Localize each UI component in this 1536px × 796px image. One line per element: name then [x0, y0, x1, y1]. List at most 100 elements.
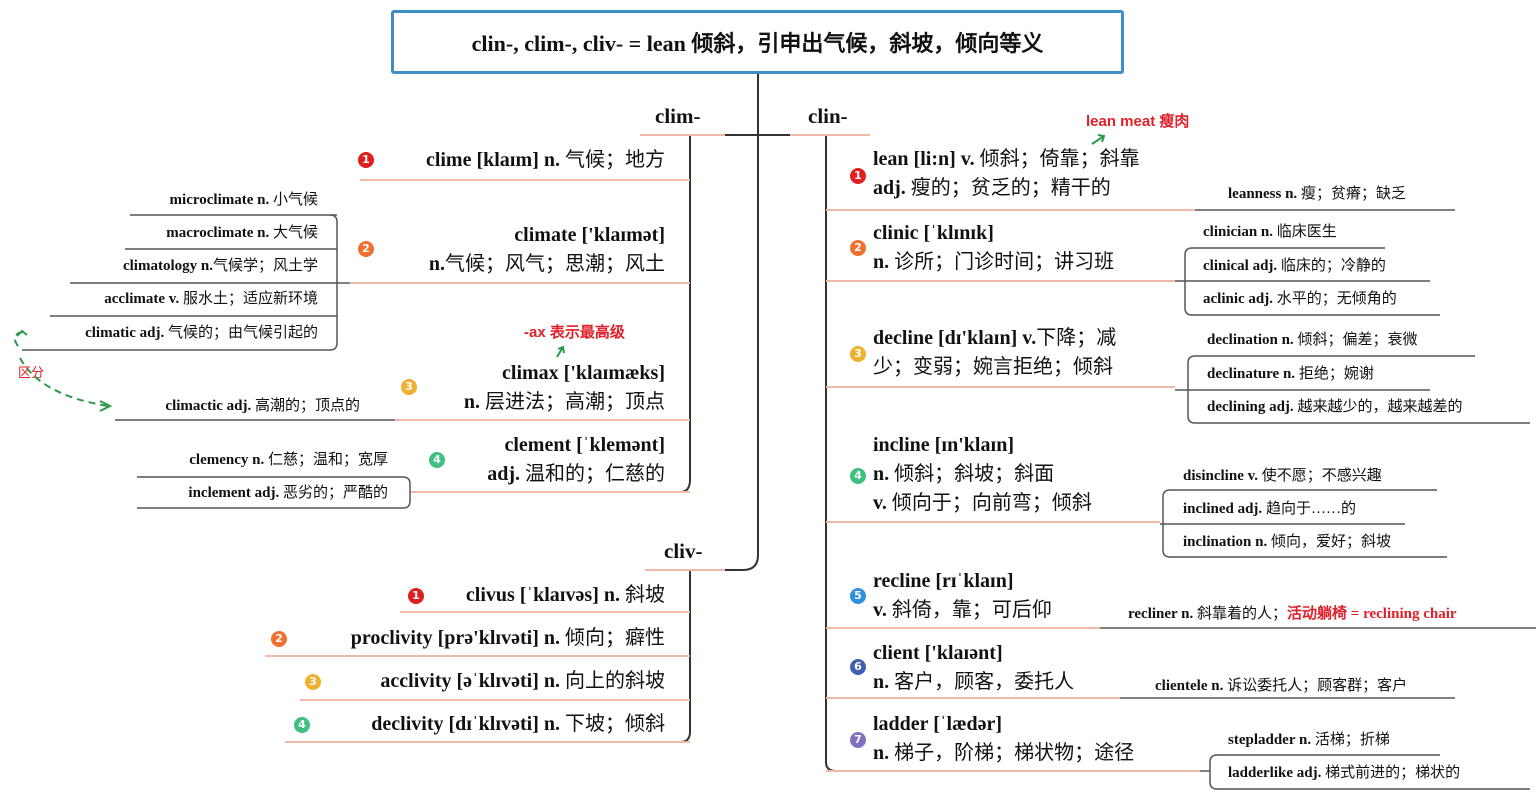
number-badge-icon: 4 — [429, 452, 445, 468]
note-distinguish: 区分 — [18, 365, 45, 380]
word-line: clinic [ˈklɪnɪk] — [873, 219, 1114, 248]
derived-word-clin-4-3[interactable]: inclination n. 倾向，爱好；斜坡 — [1183, 533, 1391, 551]
derived-word-clim-2-4[interactable]: acclimate v. 服水土；适应新环境 — [104, 290, 318, 308]
word-chinese: 少；变弱；婉言拒绝；倾斜 — [873, 356, 1113, 378]
word-line: lean [li:n] v. 倾斜；倚靠；斜靠 — [873, 145, 1140, 174]
word-chinese: 倾向；癖性 — [560, 627, 665, 649]
derived-english: climatic adj. — [85, 325, 165, 341]
derived-word-clim-2-1[interactable]: microclimate n. 小气候 — [170, 191, 318, 209]
word-english: n. — [463, 391, 480, 413]
derived-chinese: 高潮的；顶点的 — [251, 398, 360, 414]
number-badge-icon: 5 — [850, 588, 866, 604]
word-node-clin-3[interactable]: decline [dɪ'klaɪn] v.下降；减少；变弱；婉言拒绝；倾斜 — [873, 324, 1116, 382]
derived-word-clin-4-1[interactable]: disincline v. 使不愿；不感兴趣 — [1183, 467, 1382, 485]
derived-english: declination n. — [1207, 332, 1294, 348]
word-chinese: 气候；地方 — [560, 149, 665, 171]
word-line: v. 斜倚，靠；可后仰 — [873, 596, 1052, 625]
derived-word-clin-7-2[interactable]: ladderlike adj. 梯式前进的；梯状的 — [1228, 764, 1460, 782]
word-node-clin-7[interactable]: ladder [ˈlædər]n. 梯子，阶梯；梯状物；途径 — [873, 710, 1134, 768]
derived-chinese: 瘦；贫瘠；缺乏 — [1297, 186, 1406, 202]
word-line: adj. 瘦的；贫乏的；精干的 — [873, 174, 1140, 203]
derived-word-clin-6-1[interactable]: clientele n. 诉讼委托人；顾客群；客户 — [1155, 677, 1407, 695]
word-line: n. 倾斜；斜坡；斜面 — [873, 460, 1092, 489]
word-english: n. — [428, 253, 445, 275]
derived-word-clim-2-3[interactable]: climatology n.气候学；风土学 — [123, 257, 318, 275]
word-line: decline [dɪ'klaɪn] v.下降；减 — [873, 324, 1116, 353]
derived-chinese: 水平的；无倾角的 — [1273, 291, 1397, 307]
word-node-clin-2[interactable]: clinic [ˈklɪnɪk]n. 诊所；门诊时间；讲习班 — [873, 219, 1114, 277]
derived-english: aclinic adj. — [1203, 291, 1273, 307]
derived-word-clin-3-3[interactable]: declining adj. 越来越少的，越来越差的 — [1207, 398, 1462, 416]
derived-chinese: 拒绝；婉谢 — [1295, 366, 1374, 382]
derived-english: declining adj. — [1207, 399, 1294, 415]
word-node-cliv-3[interactable]: acclivity [əˈklɪvəti] n. 向上的斜坡 — [380, 667, 665, 696]
derived-word-clin-1-1[interactable]: leanness n. 瘦；贫瘠；缺乏 — [1228, 185, 1406, 203]
derived-word-clin-2-3[interactable]: aclinic adj. 水平的；无倾角的 — [1203, 290, 1397, 308]
derived-english: recliner n. — [1128, 606, 1194, 622]
word-english: n. — [873, 671, 890, 693]
word-english: recline [rɪˈklaɪn] — [873, 570, 1014, 592]
derived-word-clin-3-1[interactable]: declination n. 倾斜；偏差；衰微 — [1207, 331, 1417, 349]
derived-word-clim-4-1[interactable]: clemency n. 仁慈；温和；宽厚 — [189, 451, 388, 469]
derived-english: acclimate v. — [104, 291, 180, 307]
derived-chinese: 使不愿；不感兴趣 — [1258, 468, 1382, 484]
derived-word-clin-5-1[interactable]: recliner n. 斜靠着的人；活动躺椅 = reclining chair — [1128, 605, 1457, 623]
word-chinese: 倾向于；向前弯；倾斜 — [886, 492, 1092, 514]
derived-word-clim-3-1[interactable]: climactic adj. 高潮的；顶点的 — [165, 397, 360, 415]
arrow-lean-meat — [1091, 134, 1106, 145]
derived-highlight: 活动躺椅 = reclining chair — [1287, 606, 1457, 622]
word-node-clim-2[interactable]: climate ['klaɪmət]n.气候；风气；思潮；风土 — [429, 221, 665, 279]
word-line: adj. 温和的；仁慈的 — [487, 460, 665, 489]
word-line: recline [rɪˈklaɪn] — [873, 567, 1052, 596]
word-line: n. 梯子，阶梯；梯状物；途径 — [873, 739, 1134, 768]
word-chinese: 温和的；仁慈的 — [520, 463, 665, 485]
number-badge-icon: 3 — [850, 346, 866, 362]
word-english: v. — [873, 599, 887, 621]
derived-word-clin-2-2[interactable]: clinical adj. 临床的；冷静的 — [1203, 257, 1386, 275]
word-english: climate ['klaɪmət] — [514, 224, 665, 246]
derived-english: leanness n. — [1228, 186, 1298, 202]
word-node-clim-4[interactable]: clement [ˈklemənt]adj. 温和的；仁慈的 — [487, 431, 665, 489]
derived-word-clin-7-1[interactable]: stepladder n. 活梯；折梯 — [1228, 731, 1390, 749]
word-node-clim-3[interactable]: climax ['klaɪmæks]n. 层进法；高潮；顶点 — [464, 359, 665, 417]
derived-word-clim-4-2[interactable]: inclement adj. 恶劣的；严酷的 — [188, 484, 388, 502]
word-chinese: 倾斜；倚靠；斜靠 — [974, 148, 1140, 170]
number-badge-icon: 1 — [358, 152, 374, 168]
word-english: declivity [dɪˈklɪvəti] n. — [371, 713, 560, 735]
word-chinese: 瘦的；贫乏的；精干的 — [905, 177, 1111, 199]
derived-chinese: 倾斜；偏差；衰微 — [1293, 332, 1418, 348]
derived-word-clin-3-2[interactable]: declinature n. 拒绝；婉谢 — [1207, 365, 1374, 383]
branch-clim: clim- — [655, 104, 701, 128]
derived-word-clin-4-2[interactable]: inclined adj. 趋向于……的 — [1183, 500, 1356, 518]
word-line: acclivity [əˈklɪvəti] n. 向上的斜坡 — [380, 667, 665, 696]
derived-word-clin-2-1[interactable]: clinician n. 临床医生 — [1203, 223, 1337, 241]
word-node-clim-1[interactable]: clime [klaɪm] n. 气候；地方 — [426, 146, 665, 175]
word-node-cliv-2[interactable]: proclivity [prə'klɪvəti] n. 倾向；癖性 — [351, 624, 665, 653]
word-english: client ['klaɪənt] — [873, 642, 1003, 664]
word-node-clin-6[interactable]: client ['klaɪənt]n. 客户，顾客，委托人 — [873, 639, 1074, 697]
note-ax: -ax 表示最高级 — [524, 324, 625, 341]
derived-word-clim-2-5[interactable]: climatic adj. 气候的；由气候引起的 — [85, 324, 318, 342]
word-node-clin-4[interactable]: incline [ɪn'klaɪn]n. 倾斜；斜坡；斜面 v. 倾向于；向前弯… — [873, 431, 1092, 518]
branch-clin: clin- — [808, 104, 848, 128]
derived-chinese: 小气候 — [269, 192, 318, 208]
word-line: ladder [ˈlædər] — [873, 710, 1134, 739]
number-badge-icon: 2 — [850, 240, 866, 256]
word-node-cliv-1[interactable]: clivus [ˈklaɪvəs] n. 斜坡 — [466, 581, 665, 610]
derived-english: climactic adj. — [165, 398, 252, 414]
word-node-clin-5[interactable]: recline [rɪˈklaɪn] v. 斜倚，靠；可后仰 — [873, 567, 1052, 625]
word-chinese: 下坡；倾斜 — [560, 713, 665, 735]
derived-word-clim-2-2[interactable]: macroclimate n. 大气候 — [166, 224, 318, 242]
derived-english: stepladder n. — [1228, 732, 1312, 748]
word-chinese: 层进法；高潮；顶点 — [480, 391, 665, 413]
word-line: client ['klaɪənt] — [873, 639, 1074, 668]
word-line: proclivity [prə'klɪvəti] n. 倾向；癖性 — [351, 624, 665, 653]
word-line: clime [klaɪm] n. 气候；地方 — [426, 146, 665, 175]
word-node-cliv-4[interactable]: declivity [dɪˈklɪvəti] n. 下坡；倾斜 — [371, 710, 665, 739]
number-badge-icon: 3 — [401, 379, 417, 395]
word-line: 少；变弱；婉言拒绝；倾斜 — [873, 353, 1116, 382]
trunk — [725, 74, 759, 571]
number-badge-icon: 4 — [850, 468, 866, 484]
